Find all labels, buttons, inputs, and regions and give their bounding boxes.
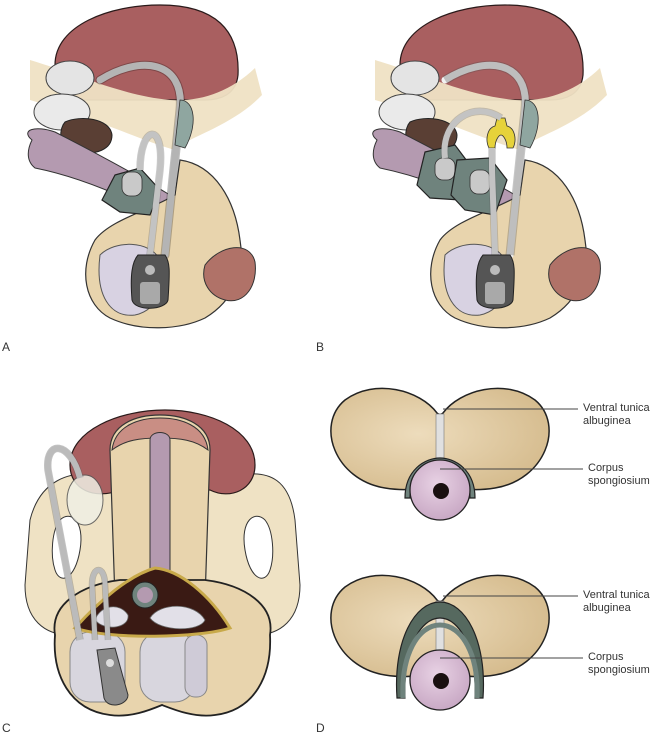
callout-corpus-bottom: Corpus spongiosium bbox=[588, 651, 650, 677]
cuff-inner bbox=[400, 622, 480, 699]
illustration-a bbox=[27, 4, 262, 329]
panel-a: A bbox=[0, 0, 325, 360]
tubing-cuff bbox=[137, 131, 164, 256]
illustration-c bbox=[24, 409, 301, 717]
cross-section-bottom bbox=[330, 574, 550, 711]
tubing-cuff bbox=[89, 567, 111, 641]
pump-button bbox=[490, 265, 500, 275]
cuff bbox=[395, 601, 485, 699]
callout-line1: Ventral tunica bbox=[583, 402, 650, 414]
cuff-proximal-window bbox=[434, 157, 456, 181]
ligament bbox=[519, 99, 539, 149]
panel-c: C bbox=[0, 370, 325, 738]
panel-label-d: D bbox=[316, 721, 325, 735]
panel-b: B bbox=[316, 0, 650, 360]
callout-line2: albuginea bbox=[583, 602, 631, 614]
callout-line1: Corpus bbox=[588, 651, 624, 663]
cross-section-top bbox=[330, 387, 550, 521]
ligament bbox=[174, 99, 194, 149]
pump-button bbox=[145, 265, 155, 275]
y-connector bbox=[486, 117, 516, 149]
tubing-reservoir bbox=[44, 445, 83, 641]
panel-label-a: A bbox=[2, 340, 11, 354]
urethral-lumen bbox=[433, 673, 449, 689]
callout-ventral-tunica-top: Ventral tunica albuginea bbox=[583, 402, 650, 428]
pump-bulb bbox=[140, 282, 160, 304]
urethral-lumen bbox=[433, 483, 449, 499]
reservoir bbox=[390, 60, 440, 96]
callout-corpus-top: Corpus spongiosium bbox=[588, 462, 650, 488]
panel-d: Ventral tunica albuginea Corpus spongios… bbox=[316, 370, 650, 738]
cuff-distal-window bbox=[469, 169, 491, 195]
callout-line1: Ventral tunica bbox=[583, 589, 650, 601]
glans bbox=[548, 247, 601, 302]
pump-bulb bbox=[485, 282, 505, 304]
tubing-connector-pump bbox=[489, 148, 498, 256]
incision-bulb-right bbox=[149, 605, 206, 630]
reservoir bbox=[45, 60, 95, 96]
pump-button bbox=[106, 659, 114, 667]
ventral-tunica-albuginea bbox=[435, 413, 445, 463]
epididymis-right bbox=[184, 634, 208, 698]
obturator-right bbox=[243, 515, 274, 579]
panel-label-c: C bbox=[2, 721, 11, 735]
callout-line2: spongiosium bbox=[588, 664, 650, 676]
panel-label-b: B bbox=[316, 340, 325, 354]
cuff-window bbox=[121, 171, 143, 197]
tubing-cuff-proximal bbox=[441, 108, 503, 159]
reservoir bbox=[66, 474, 104, 526]
callout-line2: albuginea bbox=[583, 415, 631, 427]
callout-ventral-tunica-bottom: Ventral tunica albuginea bbox=[583, 589, 650, 615]
urethra-cross bbox=[137, 587, 153, 603]
callout-line2: spongiosium bbox=[588, 475, 650, 487]
illustration-b bbox=[372, 4, 607, 329]
glans bbox=[203, 247, 256, 302]
illustration-d bbox=[330, 387, 583, 711]
pump bbox=[96, 647, 129, 706]
callout-line1: Corpus bbox=[588, 462, 624, 474]
